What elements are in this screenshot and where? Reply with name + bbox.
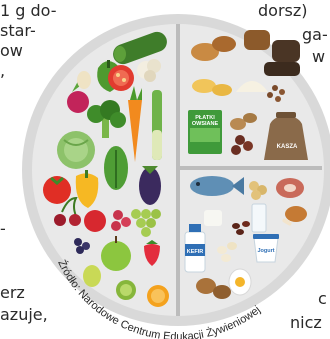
leek-icon	[152, 90, 162, 160]
orange-slice-icon	[147, 285, 169, 307]
cabbage-icon	[57, 131, 95, 169]
tomato-slice-icon	[108, 65, 134, 91]
tomato-icon	[43, 176, 71, 204]
kiwi-icon	[116, 280, 136, 300]
yogurt-label: Jogurt	[257, 248, 274, 254]
lettuce-icon	[104, 146, 128, 190]
yogurt-cup-icon: Jogurt	[253, 234, 279, 262]
milk-glass-icon	[252, 204, 266, 232]
apple-icon	[84, 210, 106, 232]
oats-box-icon: PŁATKI OWSIANE	[188, 110, 222, 154]
pear-icon	[83, 265, 101, 287]
cheese-icon	[204, 210, 222, 226]
kefir-label: KEFIR	[187, 249, 204, 255]
egg-icon	[229, 269, 251, 295]
kasza-bag-label: KASZA	[277, 144, 298, 150]
meat-icon	[276, 178, 304, 198]
oats-box-label-2: OWSIANE	[192, 121, 219, 127]
garlic-icon	[77, 71, 91, 89]
